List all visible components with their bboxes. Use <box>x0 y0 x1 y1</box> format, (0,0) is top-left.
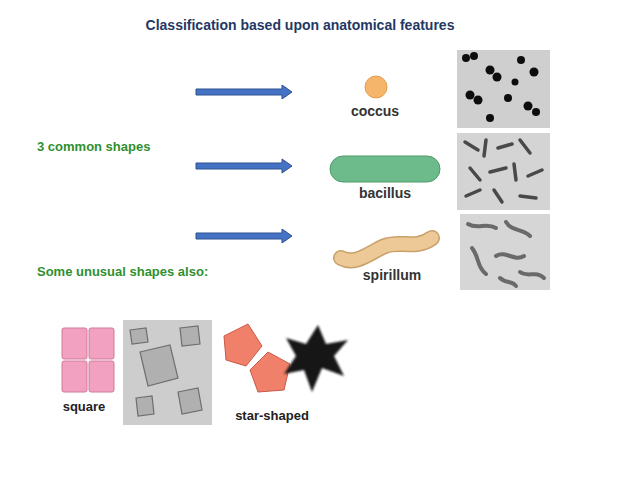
spirillum-outline <box>341 238 432 260</box>
cell <box>468 224 496 228</box>
square-cell <box>62 361 87 392</box>
cell <box>470 168 480 180</box>
cell <box>517 56 525 64</box>
cell <box>486 114 494 122</box>
block-arrow <box>196 229 292 243</box>
cell <box>490 168 506 172</box>
cell <box>470 52 478 60</box>
block-arrow <box>196 159 292 173</box>
block-arrow <box>196 85 292 99</box>
cell <box>474 96 483 105</box>
cell <box>524 102 533 111</box>
square-shape <box>62 328 114 392</box>
star-shape <box>224 324 290 392</box>
cell <box>512 79 519 86</box>
cell <box>528 170 542 176</box>
cell <box>520 196 536 198</box>
micrograph-background <box>457 133 550 210</box>
cell <box>462 54 470 62</box>
arrow-group <box>196 85 292 243</box>
cell <box>466 190 480 196</box>
square-cell <box>89 328 114 359</box>
cell <box>130 328 148 344</box>
shape-label: bacillus <box>305 185 465 202</box>
cell <box>180 326 200 346</box>
cell <box>465 142 478 150</box>
micrograph-background <box>123 320 212 425</box>
cell <box>500 278 516 286</box>
cell <box>498 144 512 148</box>
diagram-title: Classification based upon anatomical fea… <box>0 17 600 34</box>
cell <box>486 66 495 75</box>
cell <box>484 140 486 156</box>
cell <box>466 91 475 100</box>
pentagon-cell <box>224 324 262 366</box>
cell <box>530 68 539 77</box>
cell <box>493 73 502 82</box>
spirillum-shape <box>341 238 432 260</box>
bacillus-micrograph <box>457 133 550 210</box>
group-label: Some unusual shapes also: <box>37 264 208 280</box>
group-label: 3 common shapes <box>37 139 150 155</box>
shape-label: spirillum <box>312 267 472 284</box>
coccus-shape <box>365 76 387 98</box>
cell <box>178 388 202 414</box>
spirillum-micrograph <box>460 214 550 290</box>
square-micrograph <box>123 320 212 425</box>
micrograph-background <box>457 50 550 128</box>
cell <box>504 94 512 102</box>
micrograph-background <box>460 214 550 290</box>
cell <box>496 254 524 257</box>
square-cell <box>62 328 87 359</box>
shape-label: coccus <box>295 103 455 120</box>
cell <box>506 222 530 236</box>
shape-label: square <box>4 399 164 415</box>
bacillus-shape <box>330 156 440 182</box>
cell <box>472 248 486 274</box>
cell <box>520 272 544 278</box>
cell <box>514 164 516 180</box>
cell <box>520 140 530 153</box>
star-micrograph <box>284 325 348 392</box>
pentagon-cell <box>250 352 290 392</box>
coccus-micrograph <box>457 50 550 128</box>
shape-label: star-shaped <box>192 408 352 424</box>
cell <box>532 108 540 116</box>
cell <box>136 396 154 416</box>
cell <box>494 190 502 202</box>
square-cell <box>89 361 114 392</box>
cell <box>140 345 178 386</box>
